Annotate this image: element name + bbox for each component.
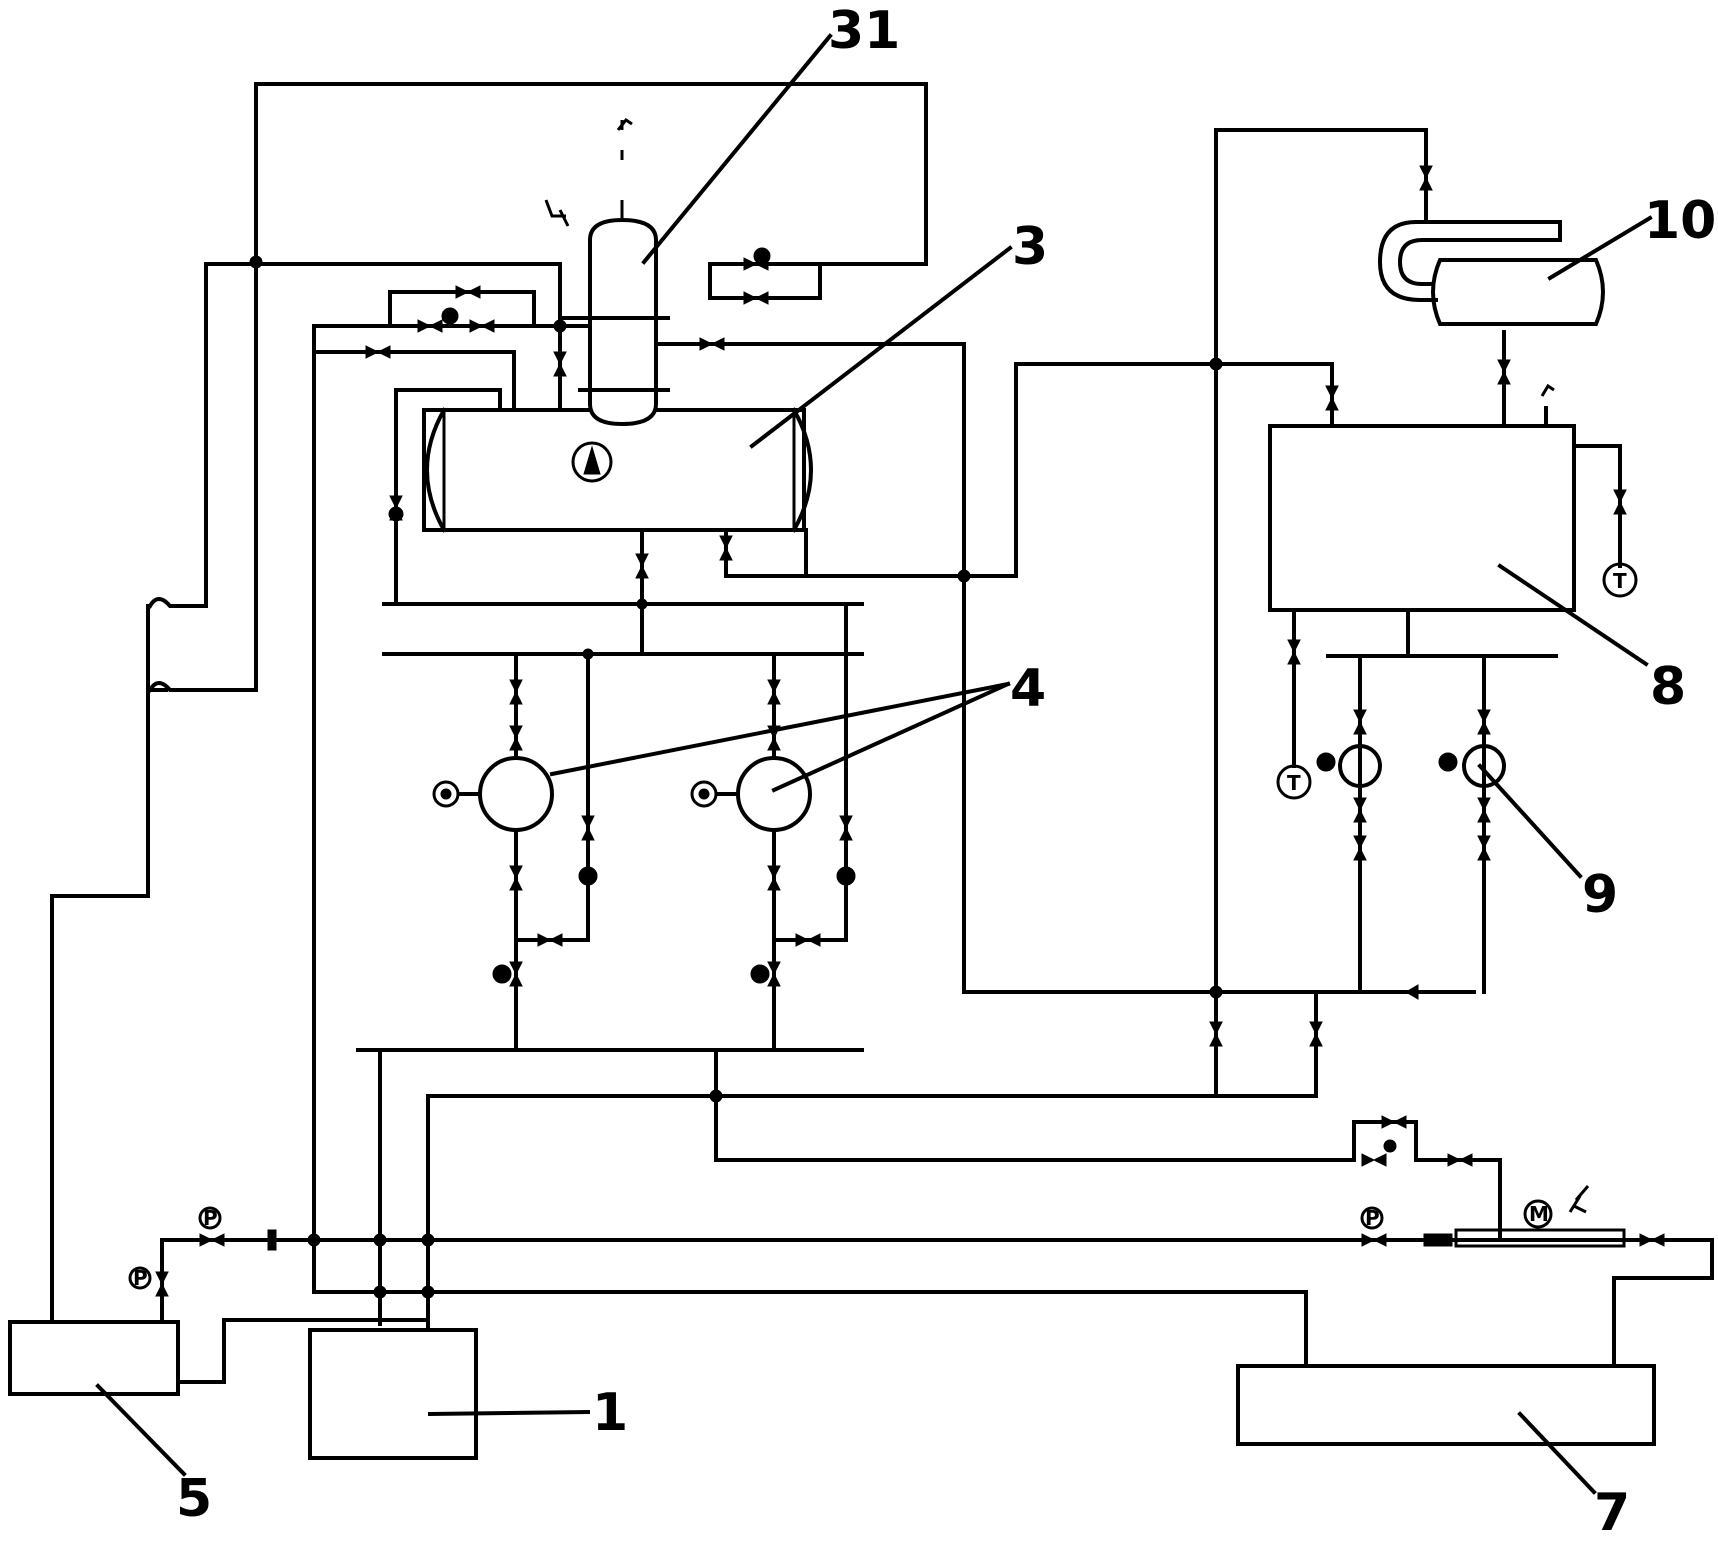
check-valve [750, 964, 770, 984]
vertical-vessel-31 [578, 117, 670, 427]
valve [1309, 1021, 1323, 1047]
inline-reducer [1423, 1233, 1453, 1247]
tank-5 [8, 1320, 180, 1396]
labels: 31 3 4 10 8 9 1 5 7 [176, 1, 1716, 1542]
valve [1447, 1153, 1473, 1167]
valve [1361, 1153, 1387, 1167]
leader-lines [95, 33, 1653, 1495]
safety-valve-icon [1568, 1185, 1590, 1214]
label-3: 3 [1012, 217, 1048, 277]
check-valve [578, 866, 598, 886]
label-4: 4 [1010, 659, 1046, 719]
label-10: 10 [1644, 191, 1716, 251]
valve [1325, 385, 1339, 411]
tank-1 [308, 1328, 478, 1460]
svg-text:P: P [133, 1266, 148, 1290]
pressure-gauge: P [1360, 1206, 1384, 1230]
valve [1497, 359, 1511, 385]
valve [365, 345, 391, 359]
check-valve [441, 307, 459, 325]
valve [719, 535, 733, 561]
valve [1639, 1233, 1665, 1247]
valve [509, 961, 523, 987]
valve [1353, 835, 1367, 861]
valve [469, 319, 495, 333]
valve [537, 933, 563, 947]
valve [455, 285, 481, 299]
valve [1353, 709, 1367, 735]
check-valve [388, 506, 404, 522]
temperature-gauge: T [1276, 764, 1312, 800]
valve [1361, 1233, 1387, 1247]
check-valve [1383, 1139, 1397, 1153]
valves [155, 165, 1665, 1297]
pump-9a [1316, 744, 1382, 788]
valve [199, 1233, 225, 1247]
valve [155, 1271, 169, 1297]
label-1: 1 [592, 1383, 628, 1443]
valve [553, 351, 567, 377]
vent-icon [1540, 383, 1555, 397]
pump-4b [690, 756, 812, 832]
valve [767, 865, 781, 891]
check-valve [753, 247, 771, 265]
valve [581, 815, 595, 841]
tank-7 [1236, 1364, 1656, 1446]
label-31: 31 [828, 1, 900, 61]
valve [1419, 165, 1433, 191]
check-valve [836, 866, 856, 886]
svg-text:T: T [1613, 569, 1627, 593]
svg-text:M: M [1529, 1202, 1549, 1226]
valve [1353, 797, 1367, 823]
valve [1477, 709, 1491, 735]
valve [635, 553, 649, 579]
label-8: 8 [1650, 657, 1686, 717]
valve [509, 725, 523, 751]
condenser-10 [1377, 220, 1605, 326]
svg-text:P: P [203, 1206, 218, 1230]
svg-text:P: P [1365, 1206, 1380, 1230]
horizontal-vessel-3 [422, 407, 813, 533]
check-valve [492, 964, 512, 984]
valve [509, 865, 523, 891]
valve [767, 961, 781, 987]
valve [509, 679, 523, 705]
svg-text:T: T [1287, 771, 1301, 795]
valve [1613, 489, 1627, 515]
inline-flow-element [1454, 1228, 1626, 1248]
vessel-8 [1268, 424, 1576, 612]
valve [1477, 835, 1491, 861]
valve [1209, 1021, 1223, 1047]
valve [767, 679, 781, 705]
valve [795, 933, 821, 947]
instruments: P P P M T T [128, 199, 1638, 1290]
valve [1477, 797, 1491, 823]
vent-icon [544, 199, 570, 227]
valve [417, 319, 443, 333]
label-7: 7 [1594, 1483, 1630, 1542]
valve [1381, 1115, 1407, 1129]
label-5: 5 [176, 1469, 212, 1529]
temperature-gauge: T [1602, 562, 1638, 598]
pressure-gauge: P [198, 1206, 222, 1230]
valve [839, 815, 853, 841]
flow-meter-gauge: M [1523, 1199, 1553, 1229]
pressure-gauge: P [128, 1266, 152, 1290]
valve [699, 337, 725, 351]
label-9: 9 [1582, 865, 1618, 925]
junction-dots [249, 255, 1419, 1299]
inline-filter [267, 1229, 277, 1251]
pump-4a [432, 756, 554, 832]
valve [1287, 639, 1301, 665]
